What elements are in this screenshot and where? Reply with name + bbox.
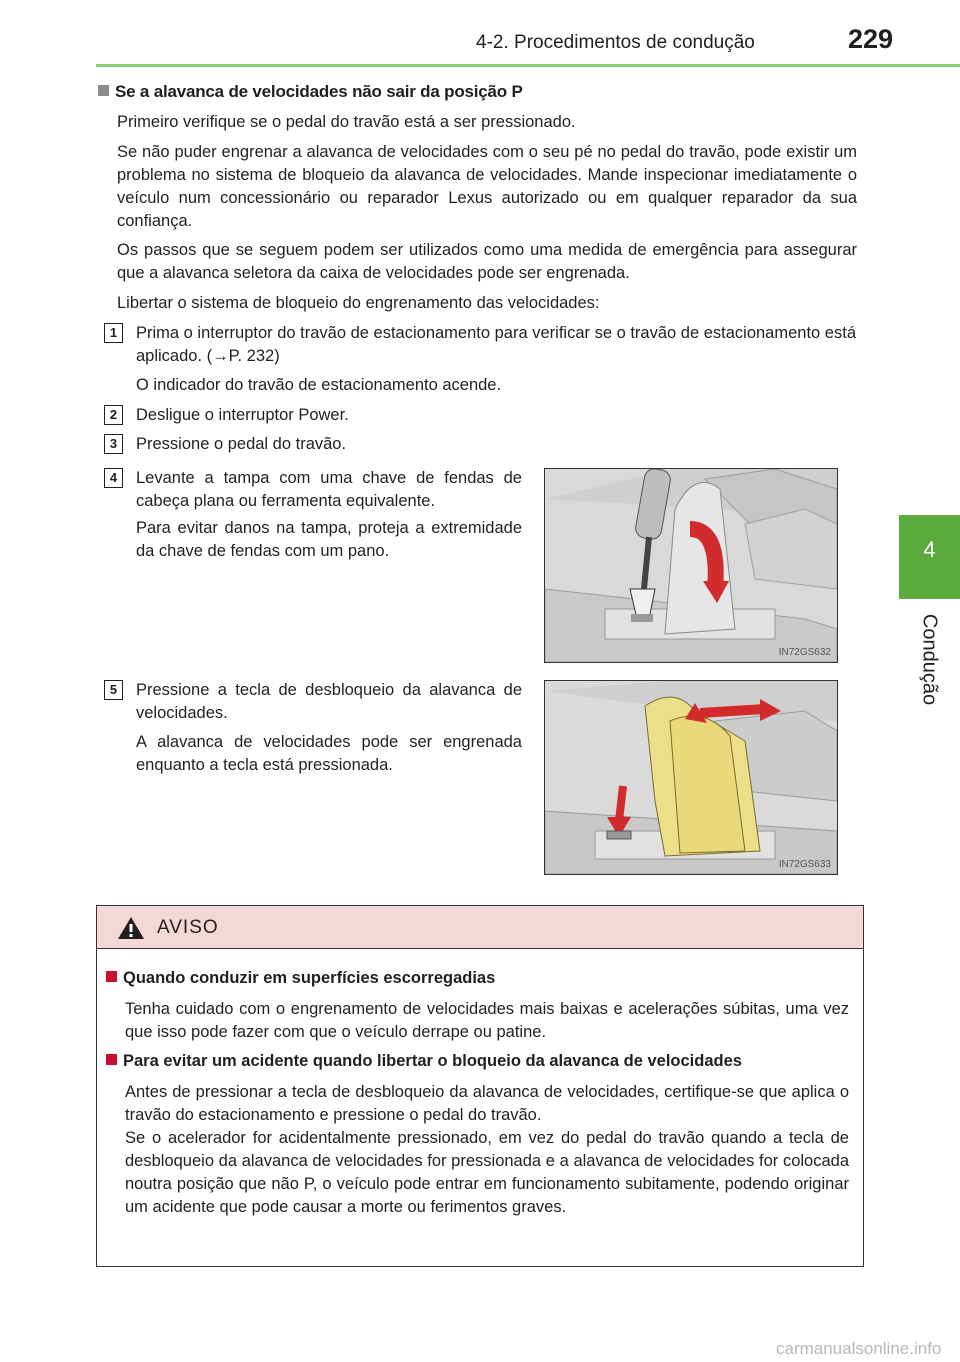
chapter-tab[interactable]: 4	[899, 515, 960, 599]
warning-item-text: Antes de pressionar a tecla de desbloque…	[125, 1083, 849, 1124]
chapter-title: 4-2. Procedimentos de condução	[476, 32, 755, 53]
watermark: carmanualsonline.info	[776, 1339, 942, 1358]
warning-triangle-icon	[118, 917, 144, 939]
step-number-box: 1	[104, 323, 123, 343]
step-subtext: Para evitar danos na tampa, proteja a ex…	[136, 519, 522, 560]
square-bullet-icon	[106, 971, 117, 982]
figure-code: IN72GS633	[778, 859, 831, 870]
warning-item-title: Para evitar um acidente quando libertar …	[106, 1052, 742, 1071]
section-heading-text: Se a alavanca de velocidades não sair da…	[115, 82, 523, 101]
warning-header: AVISO	[97, 906, 863, 949]
shift-lock-illustration	[545, 681, 837, 874]
warning-item-title: Quando conduzir em superfícies escorrega…	[106, 969, 495, 988]
step-text: Pressione a tecla de desbloqueio da alav…	[136, 681, 522, 722]
step-number-box: 5	[104, 680, 123, 700]
chapter-tab-number: 4	[923, 537, 936, 562]
step-text: Levante a tampa com uma chave de fendas …	[136, 469, 522, 510]
warning-item-text: Tenha cuidado com o engrenamento de velo…	[125, 1000, 849, 1041]
paragraph: Os passos que se seguem podem ser utiliz…	[117, 241, 857, 282]
step-text: Pressione o pedal do travão.	[136, 435, 347, 453]
screwdriver-illustration	[545, 469, 837, 662]
figure-code: IN72GS632	[778, 647, 831, 658]
warning-title: AVISO	[157, 917, 219, 938]
paragraph: Libertar o sistema de bloqueio do engren…	[117, 294, 600, 312]
warning-item-text: Se o acelerador for acidentalmente press…	[125, 1129, 849, 1216]
step-subtext: A alavanca de velocidades pode ser engre…	[136, 733, 522, 774]
step-subtext: O indicador do travão de estacionamento …	[136, 376, 502, 394]
square-bullet-icon	[98, 85, 109, 96]
step-text: Prima o interruptor do travão de estacio…	[136, 324, 856, 365]
paragraph: Primeiro verifique se o pedal do travão …	[117, 113, 576, 131]
section-heading: Se a alavanca de velocidades não sair da…	[98, 82, 523, 102]
step-number-box: 2	[104, 405, 123, 425]
paragraph: Se não puder engrenar a alavanca de velo…	[117, 143, 857, 230]
square-bullet-icon	[106, 1054, 117, 1065]
figure-shift-lock: IN72GS633	[544, 680, 838, 875]
page-number: 229	[848, 24, 894, 54]
step-number-box: 3	[104, 434, 123, 454]
header-rule	[96, 64, 960, 67]
warning-box: AVISO Quando conduzir em superfícies esc…	[96, 905, 864, 1267]
chapter-tab-label: Condução	[918, 613, 941, 706]
step-text: Desligue o interruptor Power.	[136, 406, 349, 424]
step-number-box: 4	[104, 468, 123, 488]
figure-screwdriver: IN72GS632	[544, 468, 838, 663]
